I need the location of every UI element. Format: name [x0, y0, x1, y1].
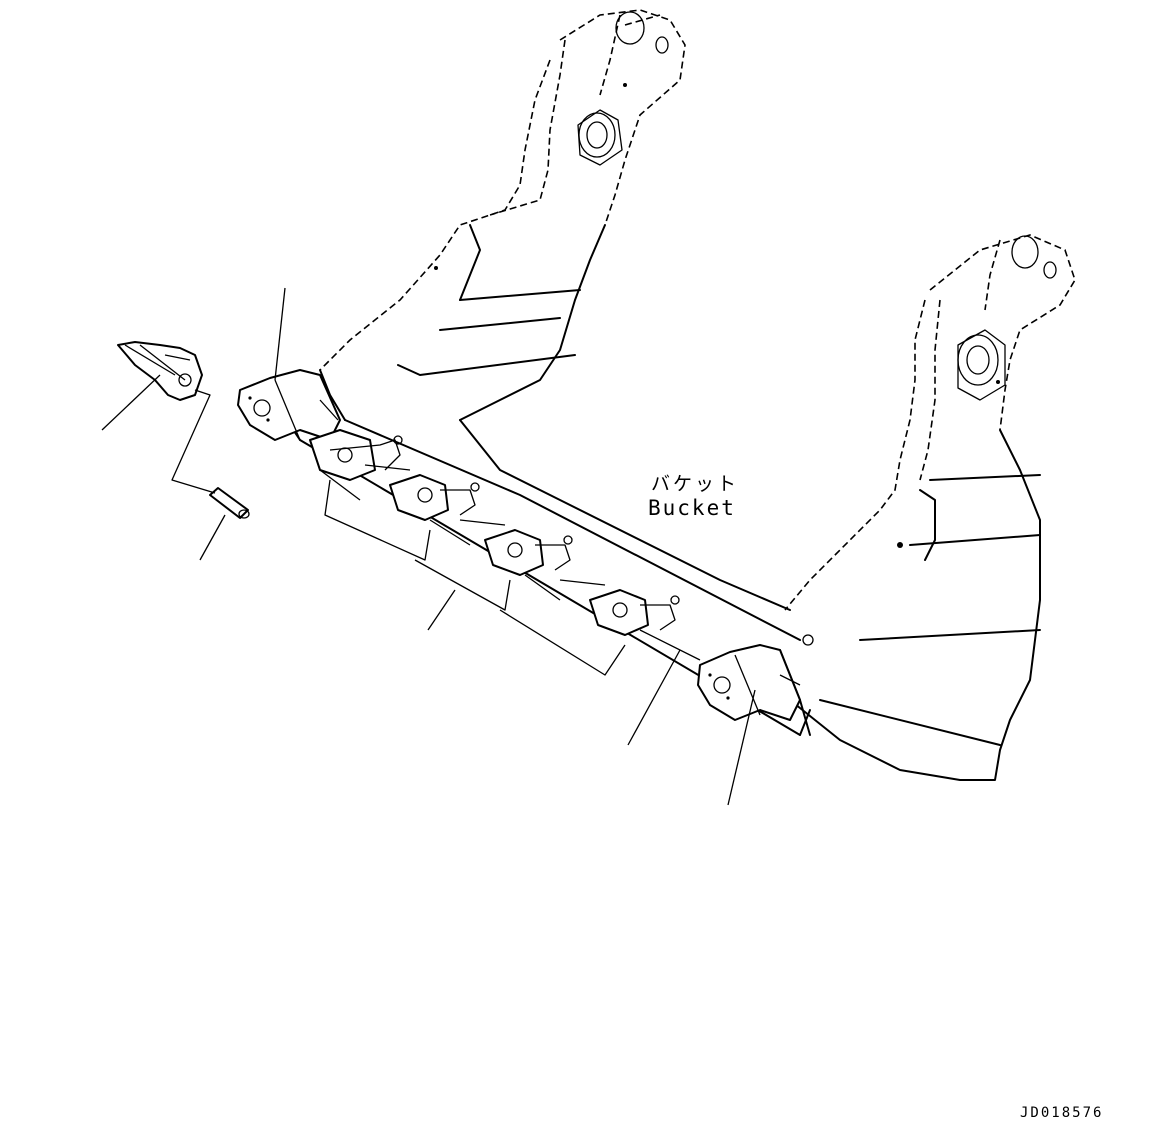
- left-arm: [319, 9, 686, 421]
- drawing-code: JD018576: [1020, 1105, 1103, 1121]
- tooth-exploded: [117, 341, 203, 401]
- bucket-label-en: Bucket: [648, 496, 736, 520]
- tooth-row: [237, 369, 801, 721]
- leader-lines: [101, 287, 756, 806]
- right-arm: [784, 234, 1076, 781]
- tooth-2: [364, 464, 480, 546]
- pin-exploded: [209, 487, 250, 519]
- corner-tooth-right: [697, 644, 801, 721]
- tooth-4: [559, 579, 701, 661]
- tooth-1: [309, 429, 403, 501]
- tooth-3: [459, 519, 573, 601]
- bucket-label-jp: バケット: [651, 473, 739, 495]
- corner-tooth-left: [237, 369, 341, 441]
